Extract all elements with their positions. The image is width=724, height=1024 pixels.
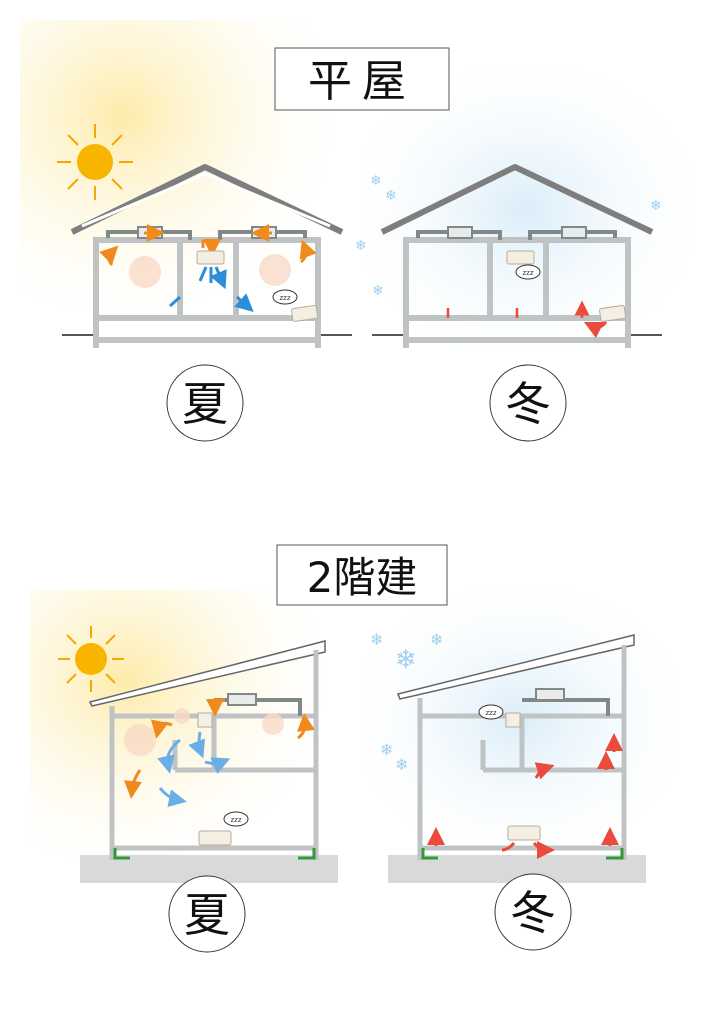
svg-text:❄: ❄ (430, 630, 443, 649)
svg-text:❄: ❄ (650, 198, 662, 214)
air-conditioner-icon (599, 305, 627, 322)
summer-label: 夏 (182, 377, 228, 431)
sleep-label: zzz (230, 816, 241, 824)
section-title-two-story: 2階建 (276, 544, 448, 606)
winter-label-circle: 冬 (489, 364, 567, 442)
snowflake-icons: ❄❄❄❄❄ (355, 173, 662, 299)
heat-cloud-icon (262, 713, 284, 735)
sleep-label: zzz (279, 294, 290, 302)
svg-text:❄: ❄ (380, 740, 393, 759)
air-conditioner-icon (506, 250, 535, 265)
summer-glow-2 (30, 590, 350, 890)
winter-label: 冬 (510, 886, 556, 940)
sleep-bubble-icon (272, 289, 298, 305)
summer-label: 夏 (184, 888, 230, 942)
sleep-bubble-icon (478, 704, 504, 720)
svg-text:❄: ❄ (370, 173, 382, 189)
sun-icon (57, 124, 133, 200)
air-conditioner-icon (505, 712, 521, 728)
air-conditioner-icon (291, 305, 319, 322)
title-text: 2階建 (307, 553, 418, 602)
single-story-summer-house: zzz (62, 164, 352, 348)
svg-text:❄: ❄ (355, 238, 367, 254)
sun-icon (58, 626, 124, 692)
air-conditioner-icon (507, 825, 541, 841)
heat-cloud-icon (129, 256, 161, 288)
foundation-insulation (113, 848, 316, 860)
svg-text:❄: ❄ (372, 283, 384, 299)
air-conditioner-icon (197, 712, 213, 728)
heat-cloud-icon (174, 708, 190, 724)
ventilator-icon (227, 693, 257, 706)
snowflake-icons: ❄❄❄❄❄ (370, 630, 443, 774)
single-story-winter-house: zzz ❄❄❄❄❄ (355, 164, 662, 348)
svg-text:❄: ❄ (370, 630, 383, 649)
sleep-bubble-icon (223, 811, 249, 827)
summer-label-circle: 夏 (168, 875, 246, 953)
winter-label: 冬 (505, 377, 551, 431)
title-text: 平屋 (308, 56, 416, 107)
svg-text:❄: ❄ (385, 188, 397, 204)
heat-cloud-icon (259, 254, 291, 286)
sleep-label: zzz (522, 269, 533, 277)
ventilator-icon (561, 226, 587, 239)
air-conditioner-icon (198, 830, 232, 846)
winter-label-circle: 冬 (494, 873, 572, 951)
sleep-label: zzz (485, 709, 496, 717)
summer-label-circle: 夏 (166, 364, 244, 442)
ventilator-icon (447, 226, 473, 239)
foundation-insulation (421, 848, 624, 860)
section-title-single-story: 平屋 (274, 47, 450, 111)
svg-text:❄: ❄ (395, 755, 408, 774)
air-conditioner-icon (196, 250, 225, 265)
ventilator-icon (535, 688, 565, 701)
svg-text:❄: ❄ (395, 645, 417, 675)
heat-cloud-icon (124, 724, 156, 756)
sleep-bubble-icon (515, 264, 541, 280)
winter-glow (360, 70, 690, 350)
